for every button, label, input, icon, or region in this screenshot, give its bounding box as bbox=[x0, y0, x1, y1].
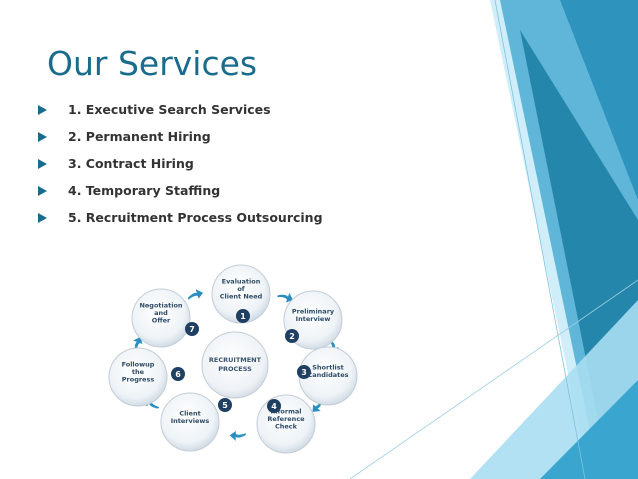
step-label: Client bbox=[179, 409, 200, 417]
arrow-shape bbox=[277, 292, 294, 303]
deco-line bbox=[494, 0, 586, 479]
step-label: Interviews bbox=[171, 417, 210, 425]
step-number-badge bbox=[297, 365, 311, 379]
bullet-arrow-icon bbox=[38, 158, 47, 169]
step-label: Interview bbox=[296, 315, 331, 323]
step-label: of bbox=[237, 285, 244, 293]
service-item: 2. Permanent Hiring bbox=[38, 123, 323, 150]
step-number-badge bbox=[185, 322, 199, 336]
cycle-arrow-icon bbox=[229, 430, 246, 441]
service-item: 3. Contract Hiring bbox=[38, 150, 323, 177]
cycle-arrow-icon bbox=[187, 289, 204, 300]
step-number: 3 bbox=[301, 368, 307, 377]
service-item: 4. Temporary Staffing bbox=[38, 177, 323, 204]
deco-mid-band bbox=[560, 0, 638, 200]
arrow-shape bbox=[229, 430, 246, 441]
center-node: RECRUITMENT PROCESS bbox=[201, 331, 269, 399]
step-number-badge bbox=[218, 398, 232, 412]
deco-bottom-teal bbox=[540, 380, 638, 479]
service-label: 4. Temporary Staffing bbox=[68, 183, 221, 198]
step-number: 6 bbox=[175, 370, 181, 379]
step-number: 1 bbox=[240, 312, 246, 321]
center-label-line1: RECRUITMENT bbox=[209, 356, 262, 364]
step-label: Followup bbox=[122, 361, 155, 369]
service-label: 5. Recruitment Process Outsourcing bbox=[68, 210, 323, 225]
services-list: 1. Executive Search Services 2. Permanen… bbox=[38, 96, 323, 231]
step-label: Shortlist bbox=[312, 363, 344, 371]
step-label: Evaluation bbox=[222, 278, 261, 286]
step-label: Progress bbox=[122, 376, 155, 384]
step-label: Informal bbox=[271, 408, 302, 416]
bullet-arrow-icon bbox=[38, 185, 47, 196]
step-label: Negotiation bbox=[139, 302, 182, 310]
service-item: 1. Executive Search Services bbox=[38, 96, 323, 123]
step-label: Preliminary bbox=[292, 307, 335, 315]
center-circle bbox=[201, 331, 269, 399]
center-label-line2: PROCESS bbox=[218, 365, 252, 373]
step-label: the bbox=[132, 368, 145, 376]
step-number: 2 bbox=[289, 332, 295, 341]
service-label: 2. Permanent Hiring bbox=[68, 129, 211, 144]
service-label: 1. Executive Search Services bbox=[68, 102, 271, 117]
arrow-shape bbox=[187, 289, 204, 300]
step-label: Check bbox=[275, 423, 298, 431]
step-label: and bbox=[154, 309, 168, 317]
step-label: Offer bbox=[152, 317, 171, 325]
step-label: Client Need bbox=[220, 293, 263, 301]
deco-line bbox=[349, 279, 638, 479]
step-circle bbox=[160, 392, 220, 452]
step-number-badge bbox=[285, 329, 299, 343]
step-circle bbox=[131, 288, 191, 348]
slide-title: Our Services bbox=[47, 44, 258, 83]
bullet-arrow-icon bbox=[38, 212, 47, 223]
service-label: 3. Contract Hiring bbox=[68, 156, 194, 171]
step-number: 5 bbox=[222, 401, 228, 410]
bullet-arrow-icon bbox=[38, 104, 47, 115]
step-label: Candidates bbox=[307, 371, 348, 379]
step-circle bbox=[211, 264, 271, 324]
step-number: 4 bbox=[271, 402, 277, 411]
step-circle bbox=[108, 347, 168, 407]
step-number-badge bbox=[236, 309, 250, 323]
step-number-badge bbox=[171, 367, 185, 381]
step-number: 7 bbox=[189, 325, 195, 334]
bullet-arrow-icon bbox=[38, 131, 47, 142]
cycle-arrow-icon bbox=[277, 292, 294, 303]
service-item: 5. Recruitment Process Outsourcing bbox=[38, 204, 323, 231]
step-number-badge bbox=[267, 399, 281, 413]
step-label: Reference bbox=[267, 415, 305, 423]
